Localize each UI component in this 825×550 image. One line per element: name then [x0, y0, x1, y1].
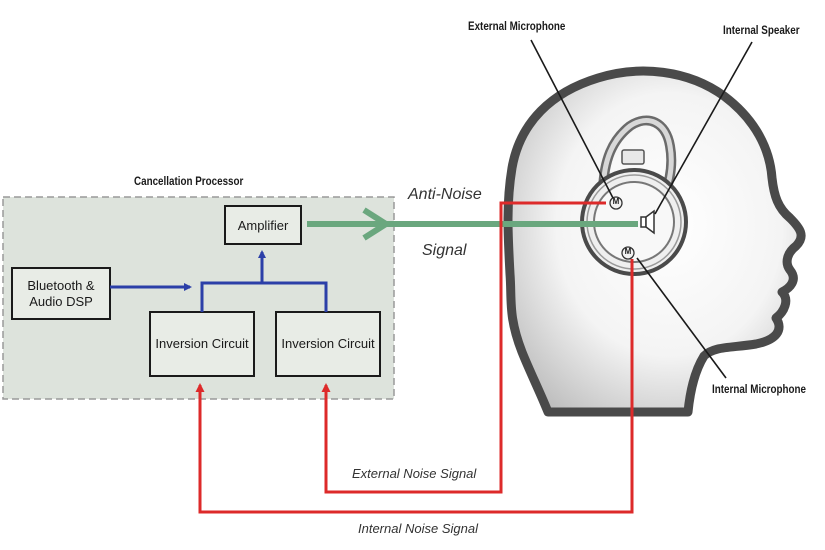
- external-noise-label: External Noise Signal: [352, 466, 477, 481]
- bluetooth-dsp-label: Bluetooth & Audio DSP: [27, 278, 95, 309]
- inversion-circuit-right-block: [275, 311, 381, 377]
- inversion-circuit-left-label: Inversion Circuit: [155, 336, 249, 351]
- internal-speaker-icon: [640, 209, 655, 235]
- callout-line-external-mic: [530, 39, 614, 199]
- inversion-circuit-right-label: Inversion Circuit: [281, 336, 375, 351]
- callout-line-internal-speaker: [654, 41, 753, 215]
- headband-slider: [621, 149, 645, 165]
- internal-signal-paths: [110, 250, 328, 312]
- internal-mic-glyph: M: [624, 247, 632, 256]
- internal-speaker-label: Internal Speaker: [723, 23, 800, 37]
- external-mic-glyph: M: [612, 197, 620, 206]
- external-noise-signal-path: [321, 201, 606, 494]
- anti-noise-signal-arrow: [307, 207, 638, 241]
- callout-line-internal-mic: [636, 257, 727, 379]
- bluetooth-dsp-block: [11, 267, 111, 320]
- amplifier-label: Amplifier: [237, 218, 289, 233]
- processor-title: Cancellation Processor: [134, 174, 244, 188]
- internal-microphone-icon: [621, 246, 635, 260]
- internal-microphone-label: Internal Microphone: [712, 382, 807, 396]
- inversion-circuit-left-block: [149, 311, 255, 377]
- external-microphone-icon: [609, 196, 623, 210]
- anti-noise-label: Anti-Noise: [408, 186, 482, 203]
- anti-noise-signal-label: Signal: [422, 242, 467, 259]
- external-microphone-label: External Microphone: [468, 19, 566, 33]
- internal-noise-signal-path: [195, 259, 634, 514]
- internal-noise-label: Internal Noise Signal: [358, 521, 478, 536]
- amplifier-block: [224, 205, 302, 245]
